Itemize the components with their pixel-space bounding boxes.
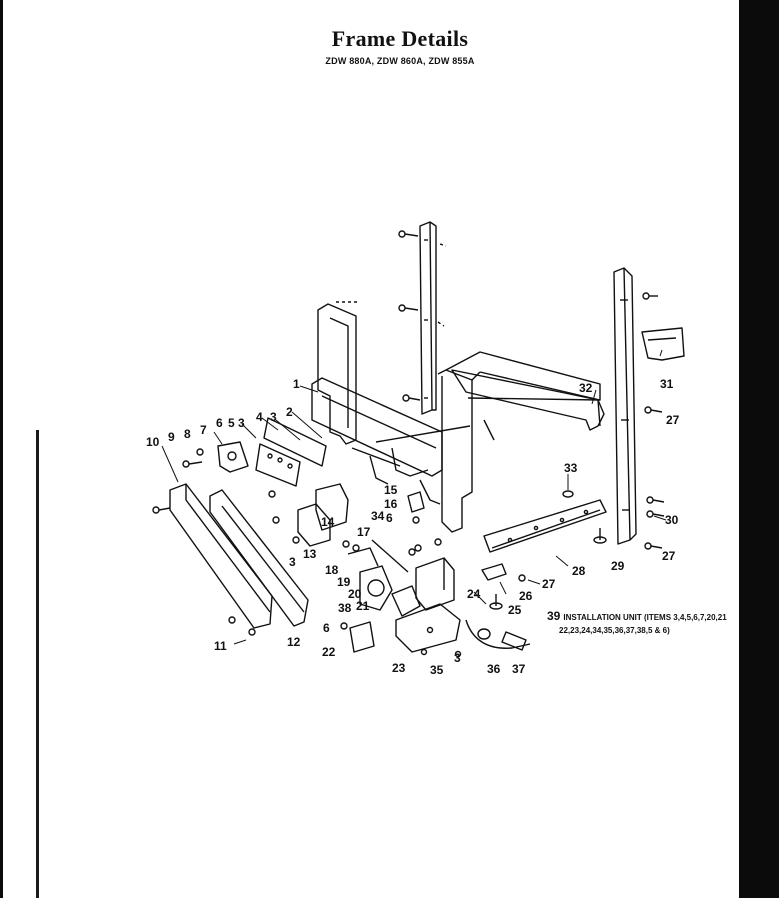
page-title: Frame Details [331, 26, 469, 51]
callout-34: 34 [371, 509, 385, 523]
callout-11: 11 [214, 639, 227, 653]
callout-32: 32 [579, 381, 593, 395]
callout-6: 6 [323, 621, 330, 635]
callout-3: 3 [238, 416, 245, 430]
junction-box-24 [415, 557, 455, 611]
callout-3: 3 [270, 410, 277, 424]
callout-22: 22 [322, 645, 336, 659]
screw-group-left [152, 448, 348, 636]
scan-edge-right [739, 0, 779, 898]
cord-and-strain-relief [420, 619, 531, 658]
note-line-1: INSTALLATION UNIT (ITEMS 3,4,5,6,7,20,21 [563, 613, 727, 622]
bracket-26 [481, 563, 526, 582]
callout-37: 37 [512, 662, 526, 676]
callout-38: 38 [338, 601, 352, 615]
callout-13: 13 [303, 547, 317, 561]
cover-plate-22 [349, 621, 375, 653]
callout-3: 3 [289, 555, 296, 569]
mounting-plate-23 [395, 603, 461, 653]
callout-27: 27 [662, 549, 676, 563]
callout-6: 6 [216, 416, 223, 430]
callout-15: 15 [384, 483, 398, 497]
switch-box-13-14 [297, 483, 349, 547]
callout-8: 8 [184, 427, 191, 441]
callout-28: 28 [572, 564, 586, 578]
callout-9: 9 [168, 430, 175, 444]
callout-23: 23 [392, 661, 406, 675]
callout-20: 20 [348, 587, 362, 601]
vertical-rail-right [613, 267, 637, 545]
model-numbers: ZDW 880A, ZDW 860A, ZDW 855A [325, 56, 475, 66]
callout-27: 27 [666, 413, 680, 427]
callout-30: 30 [665, 513, 679, 527]
part-15-16 [407, 491, 425, 552]
callout-7: 7 [200, 423, 207, 437]
scan-edge-left [0, 0, 3, 898]
front-bottom-rail [483, 499, 607, 553]
callout-17: 17 [357, 525, 371, 539]
main-frame-base [311, 351, 601, 533]
callout-26: 26 [519, 589, 533, 603]
callout-24: 24 [467, 587, 481, 601]
callout-10: 10 [146, 435, 160, 449]
callout-numbers: 1 2 3 4 3 5 6 7 8 9 10 11 12 13 14 15 16… [146, 377, 680, 677]
callout-12: 12 [287, 635, 301, 649]
leveling-feet [489, 490, 607, 610]
callout-25: 25 [508, 603, 522, 617]
toe-kick-panel-12 [209, 489, 309, 627]
callout-29: 29 [611, 559, 625, 573]
bracket-part-31 [641, 327, 685, 361]
note-line-2: 22,23,24,34,35,36,37,38,5 & 6) [559, 626, 670, 635]
callout-4: 4 [256, 410, 263, 424]
left-side-panel [317, 301, 360, 445]
screw-group-top [398, 230, 447, 402]
leader-lines [161, 349, 667, 645]
callout-36: 36 [487, 662, 501, 676]
callout-18: 18 [325, 563, 339, 577]
scan-edge-left-inner [36, 430, 39, 898]
callout-2: 2 [286, 405, 293, 419]
note-number: 39 [547, 609, 561, 623]
vertical-rail-center [419, 221, 437, 415]
screw-group-right [642, 292, 665, 550]
callout-35: 35 [430, 663, 444, 677]
callout-21: 21 [356, 599, 370, 613]
callout-19: 19 [337, 575, 351, 589]
rear-crossbar [451, 369, 605, 431]
callout-14: 14 [321, 515, 335, 529]
callout-33: 33 [564, 461, 578, 475]
callout-16: 16 [384, 497, 398, 511]
callout-6: 6 [386, 511, 393, 525]
control-bracket [217, 417, 327, 487]
callout-3: 3 [454, 651, 461, 665]
callout-5: 5 [228, 416, 235, 430]
inlet-valve-assembly [342, 538, 442, 617]
callout-31: 31 [660, 377, 674, 391]
callout-1: 1 [293, 377, 300, 391]
toe-kick-panel-10 [169, 483, 273, 629]
callout-27: 27 [542, 577, 556, 591]
